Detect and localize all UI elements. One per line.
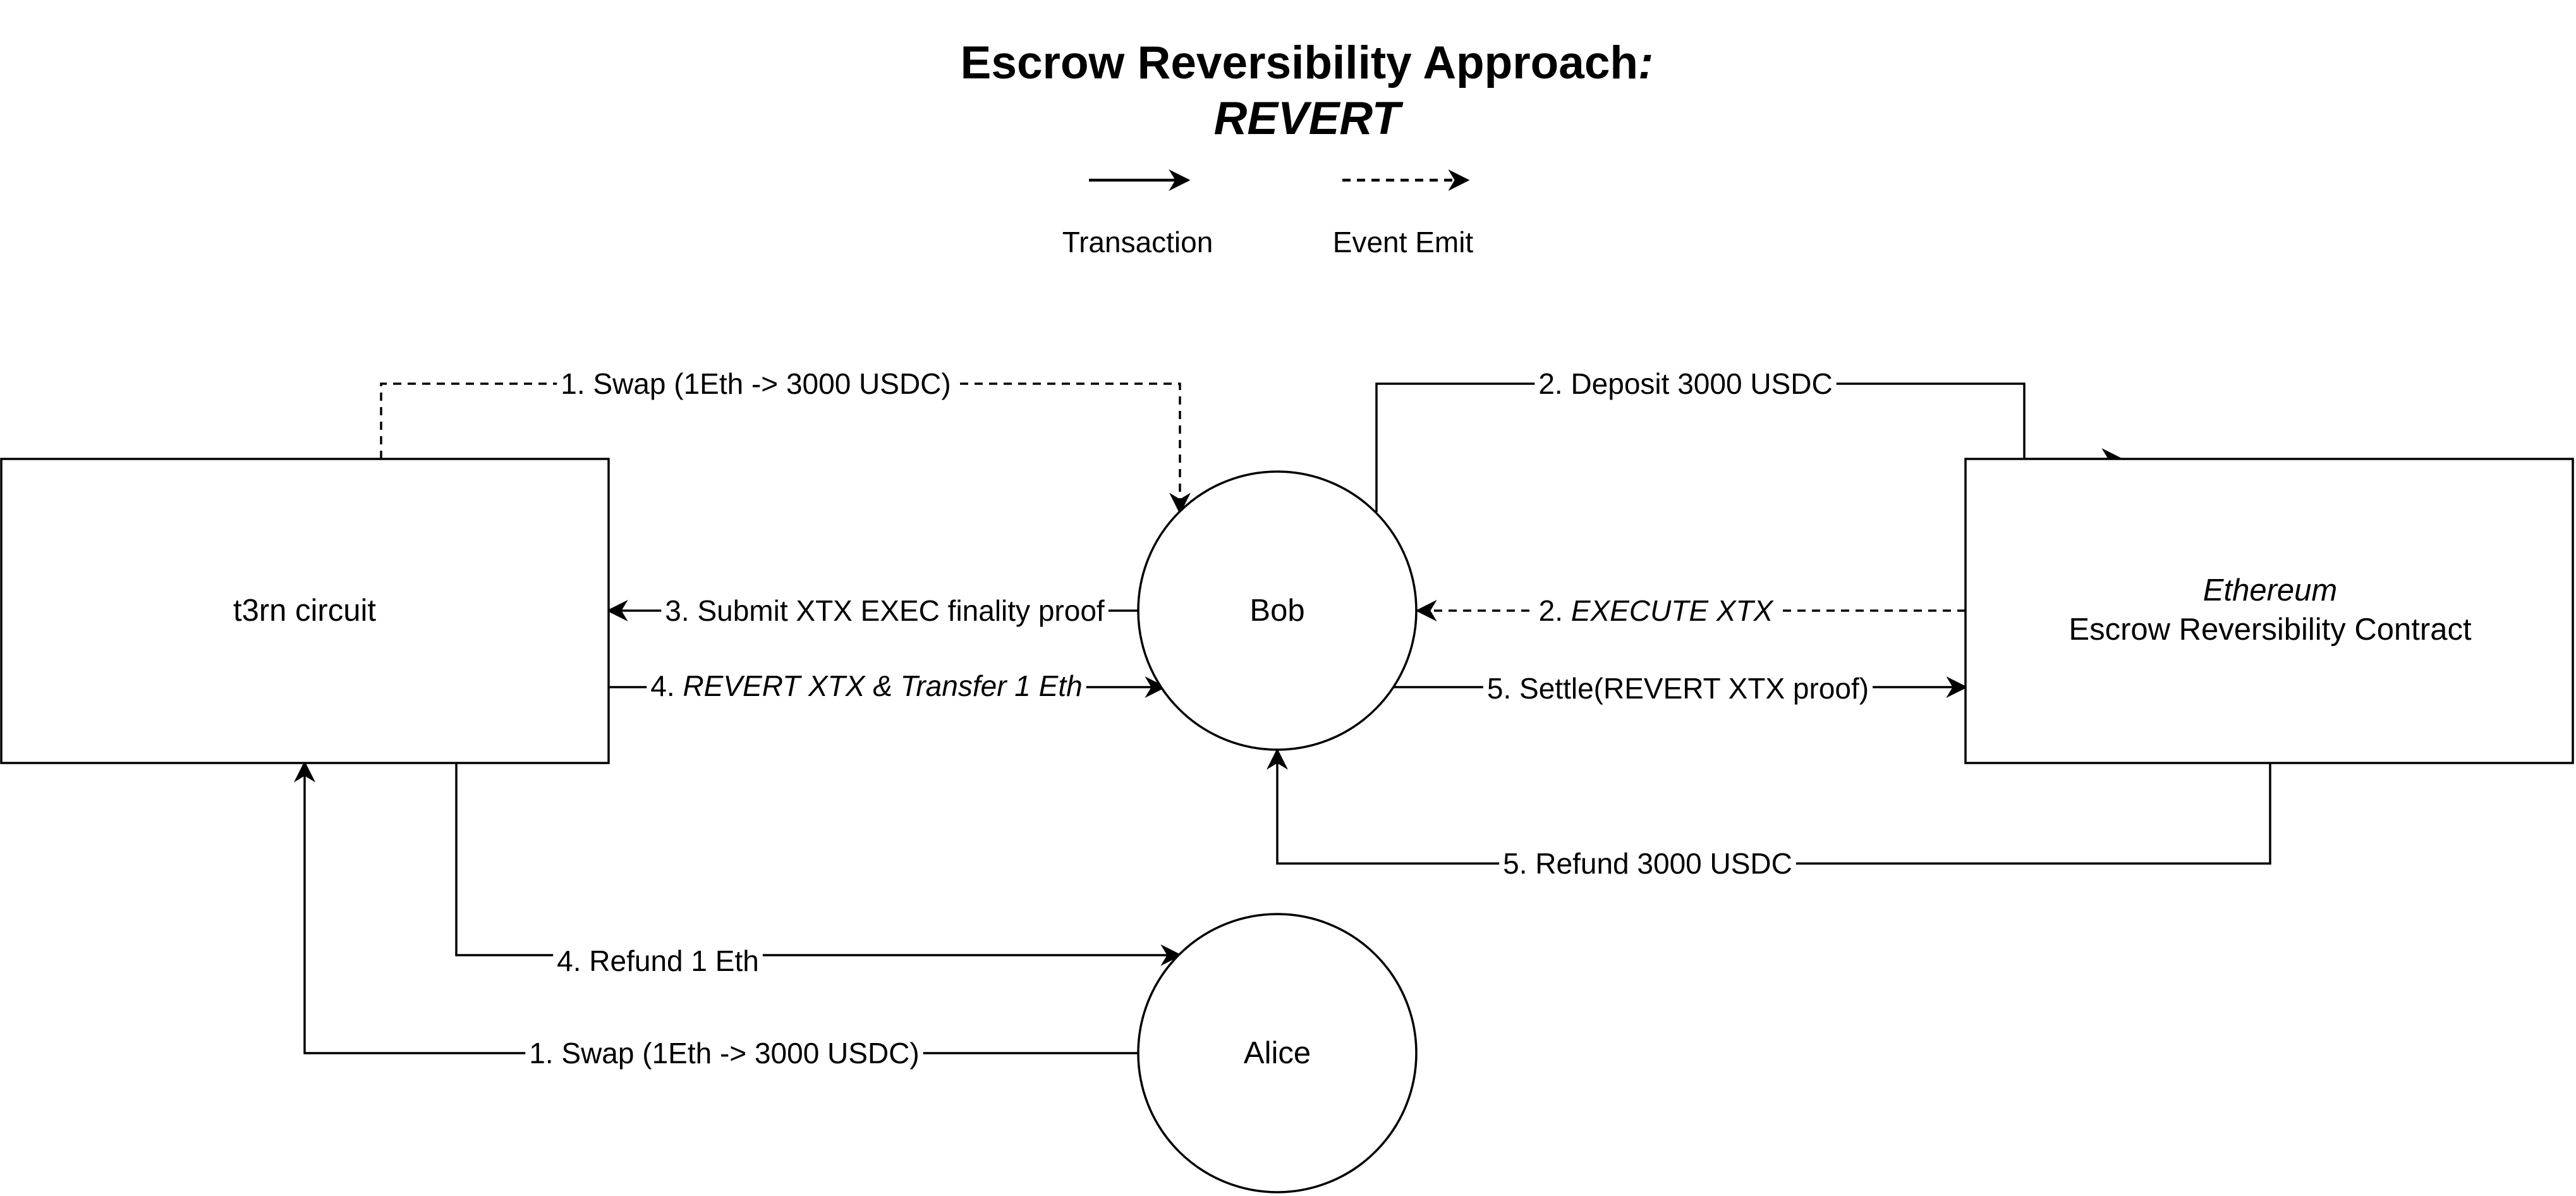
edge-execute-event-prefix: 2. [1539,594,1571,627]
edge-swap-tx-label: 1. Swap (1Eth -> 3000 USDC) [529,1037,919,1070]
node-t3rn-circuit: t3rn circuit [0,458,610,764]
node-alice: Alice [1137,913,1418,1193]
edge-revert-transfer-label: 4. REVERT XTX & Transfer 1 Eth [650,669,1082,702]
diagram-title-main: Escrow Reversibility Approach [961,37,1638,88]
legend: Transaction Event Emit [1062,169,1474,259]
edge-submit-proof-label: 3. Submit XTX EXEC finality proof [665,594,1105,627]
node-t3rn-circuit-label: t3rn circuit [233,594,376,628]
edge-refund-eth [455,763,1182,966]
edge-refund-eth-label: 4. Refund 1 Eth [557,944,759,977]
edge-deposit-label: 2. Deposit 3000 USDC [1538,367,1832,400]
legend-transaction-label: Transaction [1062,226,1213,259]
node-bob: Bob [1137,470,1418,751]
edge-revert-transfer-emph: REVERT XTX & Transfer 1 Eth [683,669,1082,702]
node-bob-label: Bob [1249,594,1304,628]
edge-refund-usdc-label: 5. Refund 3000 USDC [1503,847,1792,880]
node-escrow-contract-line2: Escrow Reversibility Contract [2069,613,2472,647]
edge-execute-event-emph: EXECUTE XTX [1571,594,1775,627]
edge-execute-event-label: 2. EXECUTE XTX [1539,594,1775,627]
edge-swap-event-label: 1. Swap (1Eth -> 3000 USDC) [561,367,951,400]
diagram-title-colon: : [1638,37,1653,88]
diagram-title: Escrow Reversibility Approach: [961,37,1654,88]
edge-settle-label: 5. Settle(REVERT XTX proof) [1487,672,1869,705]
legend-event-emit-label: Event Emit [1333,226,1474,259]
edge-swap-tx [294,760,1139,1054]
edge-revert-transfer-prefix: 4. [650,669,683,702]
edge-swap-event [380,382,1191,515]
node-escrow-contract-line1: Ethereum [2203,573,2337,607]
node-alice-label: Alice [1244,1036,1311,1070]
node-escrow-contract: Ethereum Escrow Reversibility Contract [1964,458,2574,764]
edge-labels: 1. Swap (1Eth -> 3000 USDC) 2. Deposit 3… [525,367,1873,1070]
diagram-subtitle: REVERT [1214,93,1404,144]
